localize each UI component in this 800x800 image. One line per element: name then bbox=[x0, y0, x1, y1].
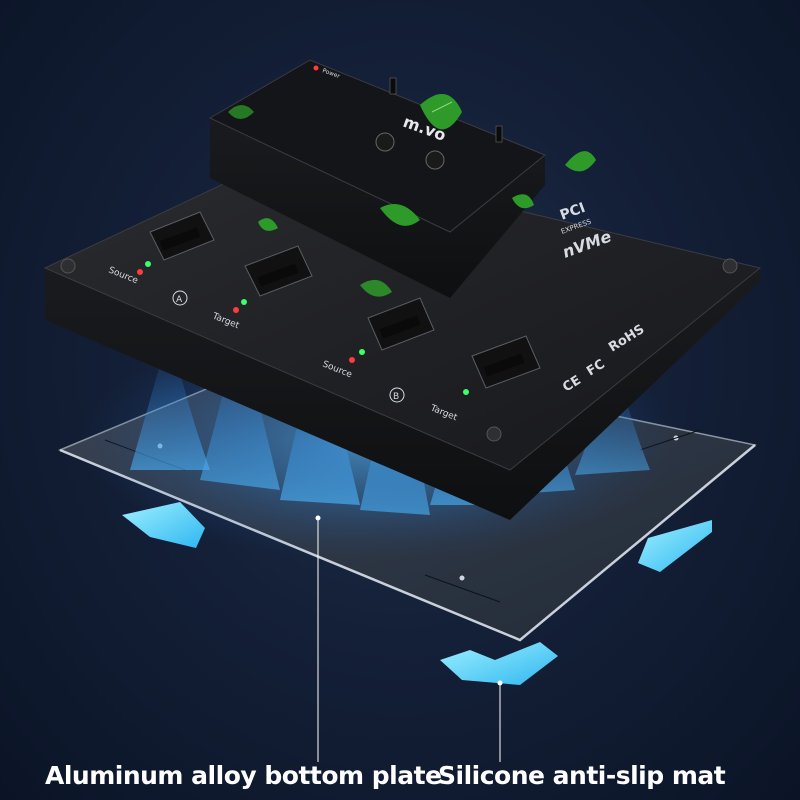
leaf-icon bbox=[431, 101, 453, 113]
label-bay-a: A bbox=[176, 295, 183, 305]
m2-slot-target-b bbox=[471, 335, 541, 389]
led-icon bbox=[349, 357, 355, 363]
leaf-icon bbox=[258, 218, 278, 231]
leaf-icon bbox=[360, 279, 392, 297]
caption-silicone-mat: Silicone anti-slip mat bbox=[438, 761, 726, 790]
leaf-icon bbox=[228, 105, 254, 119]
start-button-b bbox=[425, 150, 445, 170]
m2-slot-source-a bbox=[149, 211, 215, 261]
led-icon bbox=[463, 389, 469, 395]
start-button-a bbox=[375, 132, 395, 152]
m2-slot-target-a bbox=[244, 245, 313, 297]
led-icon bbox=[241, 299, 247, 305]
callout-lines bbox=[315, 515, 503, 762]
led-icon bbox=[233, 307, 239, 313]
label-bay-b: B bbox=[393, 392, 399, 402]
m2-slot-source-b bbox=[367, 297, 435, 351]
toggle-switch bbox=[495, 125, 503, 143]
leaf-icon bbox=[420, 94, 462, 130]
led-icon bbox=[137, 269, 143, 275]
led-icon bbox=[359, 349, 365, 355]
leaves bbox=[228, 94, 596, 297]
toggle-switch bbox=[389, 77, 397, 95]
leaf-icon bbox=[512, 194, 534, 209]
status-leds bbox=[137, 261, 469, 395]
caption-aluminum-plate: Aluminum alloy bottom plate bbox=[45, 761, 442, 790]
led-icon bbox=[145, 261, 151, 267]
silicone-mats bbox=[122, 502, 712, 685]
leaf-icon bbox=[565, 151, 596, 172]
leaf-icon bbox=[380, 204, 420, 226]
